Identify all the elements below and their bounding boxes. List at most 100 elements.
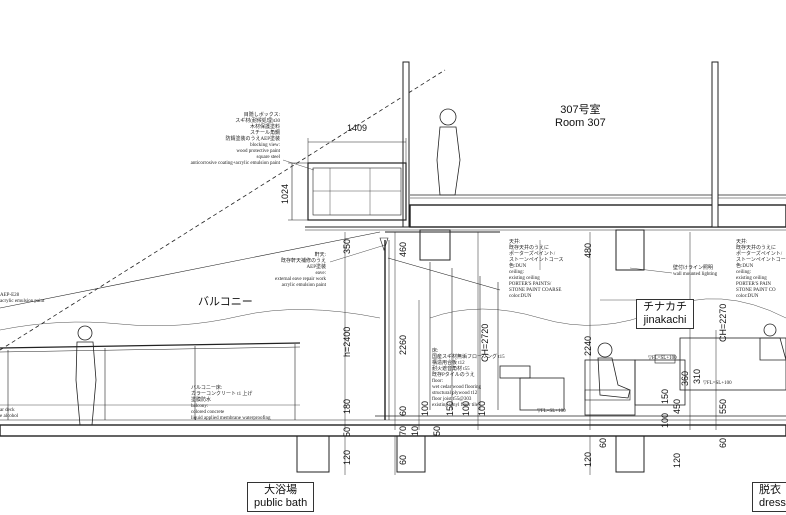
public-bath-ja: 大浴場	[264, 484, 298, 496]
dim-70: 70	[398, 425, 408, 436]
note-line: color:DUN	[736, 294, 759, 299]
jinakachi-en: jinakachi	[643, 314, 687, 326]
dim-60-d: 60	[718, 437, 728, 448]
dressing-en: dressin	[759, 497, 786, 509]
dim-10: 10	[410, 425, 420, 436]
person-right	[759, 323, 786, 361]
note-line: スギ材(耐候処理)t30	[235, 119, 280, 124]
note-line: existing ceiling	[736, 276, 767, 281]
note-line: カラーコンクリート t1 上げ	[191, 392, 253, 397]
note-line: 防錆塗装のうえAEP塗装	[225, 137, 280, 142]
dim-2240: 2240	[583, 335, 593, 356]
dim-ch2270: CH=2270	[718, 303, 728, 342]
public-bath-en: public bath	[254, 497, 308, 509]
note-line: 軒天:	[314, 253, 326, 258]
dim-120-a: 120	[342, 449, 352, 465]
note-line: floor:	[432, 379, 444, 384]
note-lighting: 壁付けライン照明 wall mounted lighting	[673, 266, 717, 278]
room-307-en: Room 307	[555, 117, 606, 129]
roof-slab	[409, 204, 786, 228]
dim-1409: 1409	[347, 123, 368, 133]
room-307-ja: 307号室	[560, 104, 601, 116]
dim-50-a: 50	[342, 426, 352, 437]
dressing-ja: 脱衣	[759, 484, 781, 496]
dim-480: 480	[583, 242, 593, 258]
dim-450: 450	[672, 398, 682, 414]
note-screen-box: 目隠しボックス: スギ材(耐候処理)t30 木材保護塗料 スチール角鋼 防錆塗装…	[191, 113, 280, 167]
dim-100-c: 100	[477, 400, 487, 416]
person-roof	[436, 108, 461, 196]
note-line: スチール角鋼	[249, 131, 280, 136]
note-line: ar deck	[0, 408, 15, 413]
note-balcony-floor: バルコニー床: カラーコンクリート t1 上げ 塗膜防水 balcony: co…	[191, 386, 271, 422]
note-line: e alcohol	[0, 414, 19, 419]
note-ceiling-right: 天井: 既存天井のうえに ポーターズペイント/ ストーンペイントコー 色:DUN…	[736, 240, 786, 300]
dim-310: 310	[692, 368, 702, 384]
dim-1024: 1024	[280, 183, 290, 204]
note-floor: 床: 国産スギ材無垢フローリング t15 構造用合板 t12 耐火遮音角材 t5…	[432, 349, 505, 409]
note-line: バルコニー床:	[191, 386, 223, 391]
beam-3	[615, 435, 645, 473]
sightline-dashed	[0, 69, 446, 351]
note-line: ceiling:	[736, 270, 751, 275]
note-line: 目隠しボックス:	[243, 113, 280, 118]
upper-post-right	[711, 61, 719, 228]
room-307-label: 307号室 Room 307	[555, 104, 606, 130]
dim-h2400: h=2400	[342, 326, 352, 357]
note-line: ストーンペイントコース	[509, 258, 564, 263]
note-line: AEP-E28	[0, 293, 20, 298]
note-line: wall mounted lighting	[673, 272, 718, 277]
level-mark-1: ▽FL=SL+100	[537, 409, 566, 414]
dim-60-c: 60	[598, 437, 608, 448]
dim-100-a: 100	[420, 400, 430, 416]
note-line: acrylic emulsion paint	[0, 299, 45, 304]
dim-350: 350	[342, 238, 352, 254]
floor-slab	[0, 424, 786, 437]
note-line: 色:DUN	[509, 264, 527, 269]
note-left-edge: AEP-E28 acrylic emulsion paint	[0, 293, 44, 305]
note-line: 耐火遮音角材 t55	[432, 367, 470, 372]
balcony-label: バルコニー	[198, 296, 253, 308]
note-line: square steel	[256, 155, 280, 160]
counter	[679, 337, 786, 391]
note-line: PORTER'S PAIN	[736, 282, 772, 287]
dim-60-b: 60	[398, 454, 408, 465]
note-line: 色:DUN	[736, 264, 754, 269]
note-line: floor joist t55@303	[432, 397, 472, 402]
screen-box	[307, 162, 407, 221]
note-line: 構造用合板 t12	[432, 361, 465, 366]
dim-2260: 2260	[398, 334, 408, 355]
note-left-bottom: ar deck e alcohol	[0, 408, 18, 420]
note-line: 天井:	[509, 240, 521, 245]
sightline-lower	[0, 231, 381, 309]
dim-150: 150	[445, 400, 455, 416]
note-line: 既存天井のうえに	[509, 246, 550, 251]
note-line: 壁付けライン照明	[673, 266, 714, 271]
note-line: existing ceiling	[509, 276, 540, 281]
note-line: 既存軒天補修のうえ	[280, 259, 326, 264]
note-line: wood protective paint	[236, 149, 280, 154]
note-line: existing vinyl floor tile	[432, 403, 478, 408]
dim-550: 550	[718, 398, 728, 414]
note-line: 床:	[432, 349, 439, 354]
note-line: ceiling:	[509, 270, 524, 275]
dressing-label: 脱衣 dressin	[752, 482, 786, 512]
dim-100-d: 100	[660, 412, 670, 428]
dim-150-b: 150	[660, 388, 670, 404]
dim-ch2720: CH=2720	[480, 323, 490, 362]
note-line: 既存天井のうえに	[736, 246, 777, 251]
balcony-railing-top	[0, 342, 301, 349]
jinakachi-ja: チナカチ	[643, 301, 687, 313]
note-line: 木材保護塗料	[249, 125, 280, 130]
sofa	[584, 359, 636, 416]
dim-120-b: 120	[583, 451, 593, 467]
note-ceiling-left: 天井: 既存天井のうえに ポーターズペイント/ ストーンペイントコース 色:DU…	[509, 240, 564, 300]
note-line: ポーターズペイント/	[736, 252, 783, 257]
note-line: colored concrete	[191, 410, 225, 415]
dim-360: 360	[680, 370, 690, 386]
beam-2	[396, 435, 426, 473]
note-line: 天井:	[736, 240, 748, 245]
coffee-table	[519, 377, 565, 411]
note-line: color:DUN	[509, 294, 532, 299]
